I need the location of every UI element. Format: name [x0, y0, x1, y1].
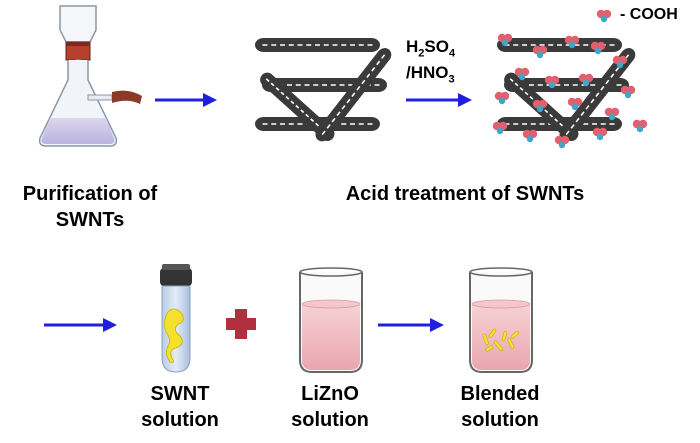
arrow-acid-treatment: [406, 93, 472, 107]
blended-solution-label-line1: Blended: [460, 383, 540, 405]
lizno-solution-label-line2: solution: [291, 409, 369, 431]
blended-solution-label-line2: solution: [461, 409, 539, 431]
swnt-particles: [482, 328, 520, 352]
arrow-purification-to-acid: [155, 93, 217, 107]
swnt-solution-label-line1: SWNT: [150, 383, 210, 405]
arrow-to-swnt-solution: [44, 318, 117, 332]
arrow-to-blended: [378, 318, 444, 332]
swnt-solution-tube-icon: [160, 264, 192, 373]
purification-label-line2: SWNTs: [55, 209, 125, 231]
acid-treatment-label: Acid treatment of SWNTs: [345, 183, 585, 205]
swnt-solution-label-line2: solution: [141, 409, 219, 431]
swnt-bundle-functionalized-icon: [496, 37, 640, 146]
plus-icon: [226, 309, 256, 339]
cooh-legend-label: - COOH: [620, 6, 678, 23]
acid-reagent-label: H2SO4: [406, 37, 456, 60]
swnt-bundle-pristine-icon: [254, 37, 396, 146]
cooh-legend-icon: [596, 9, 612, 23]
purification-label-line1: Purification of: [22, 183, 158, 205]
lizno-beaker-icon: [299, 267, 363, 373]
lizno-solution-label-line1: LiZnO: [301, 383, 359, 405]
filtration-flask-icon: [38, 5, 142, 147]
nitric-acid-label: /HNO3: [406, 63, 455, 86]
blended-beaker-icon: [469, 267, 533, 373]
